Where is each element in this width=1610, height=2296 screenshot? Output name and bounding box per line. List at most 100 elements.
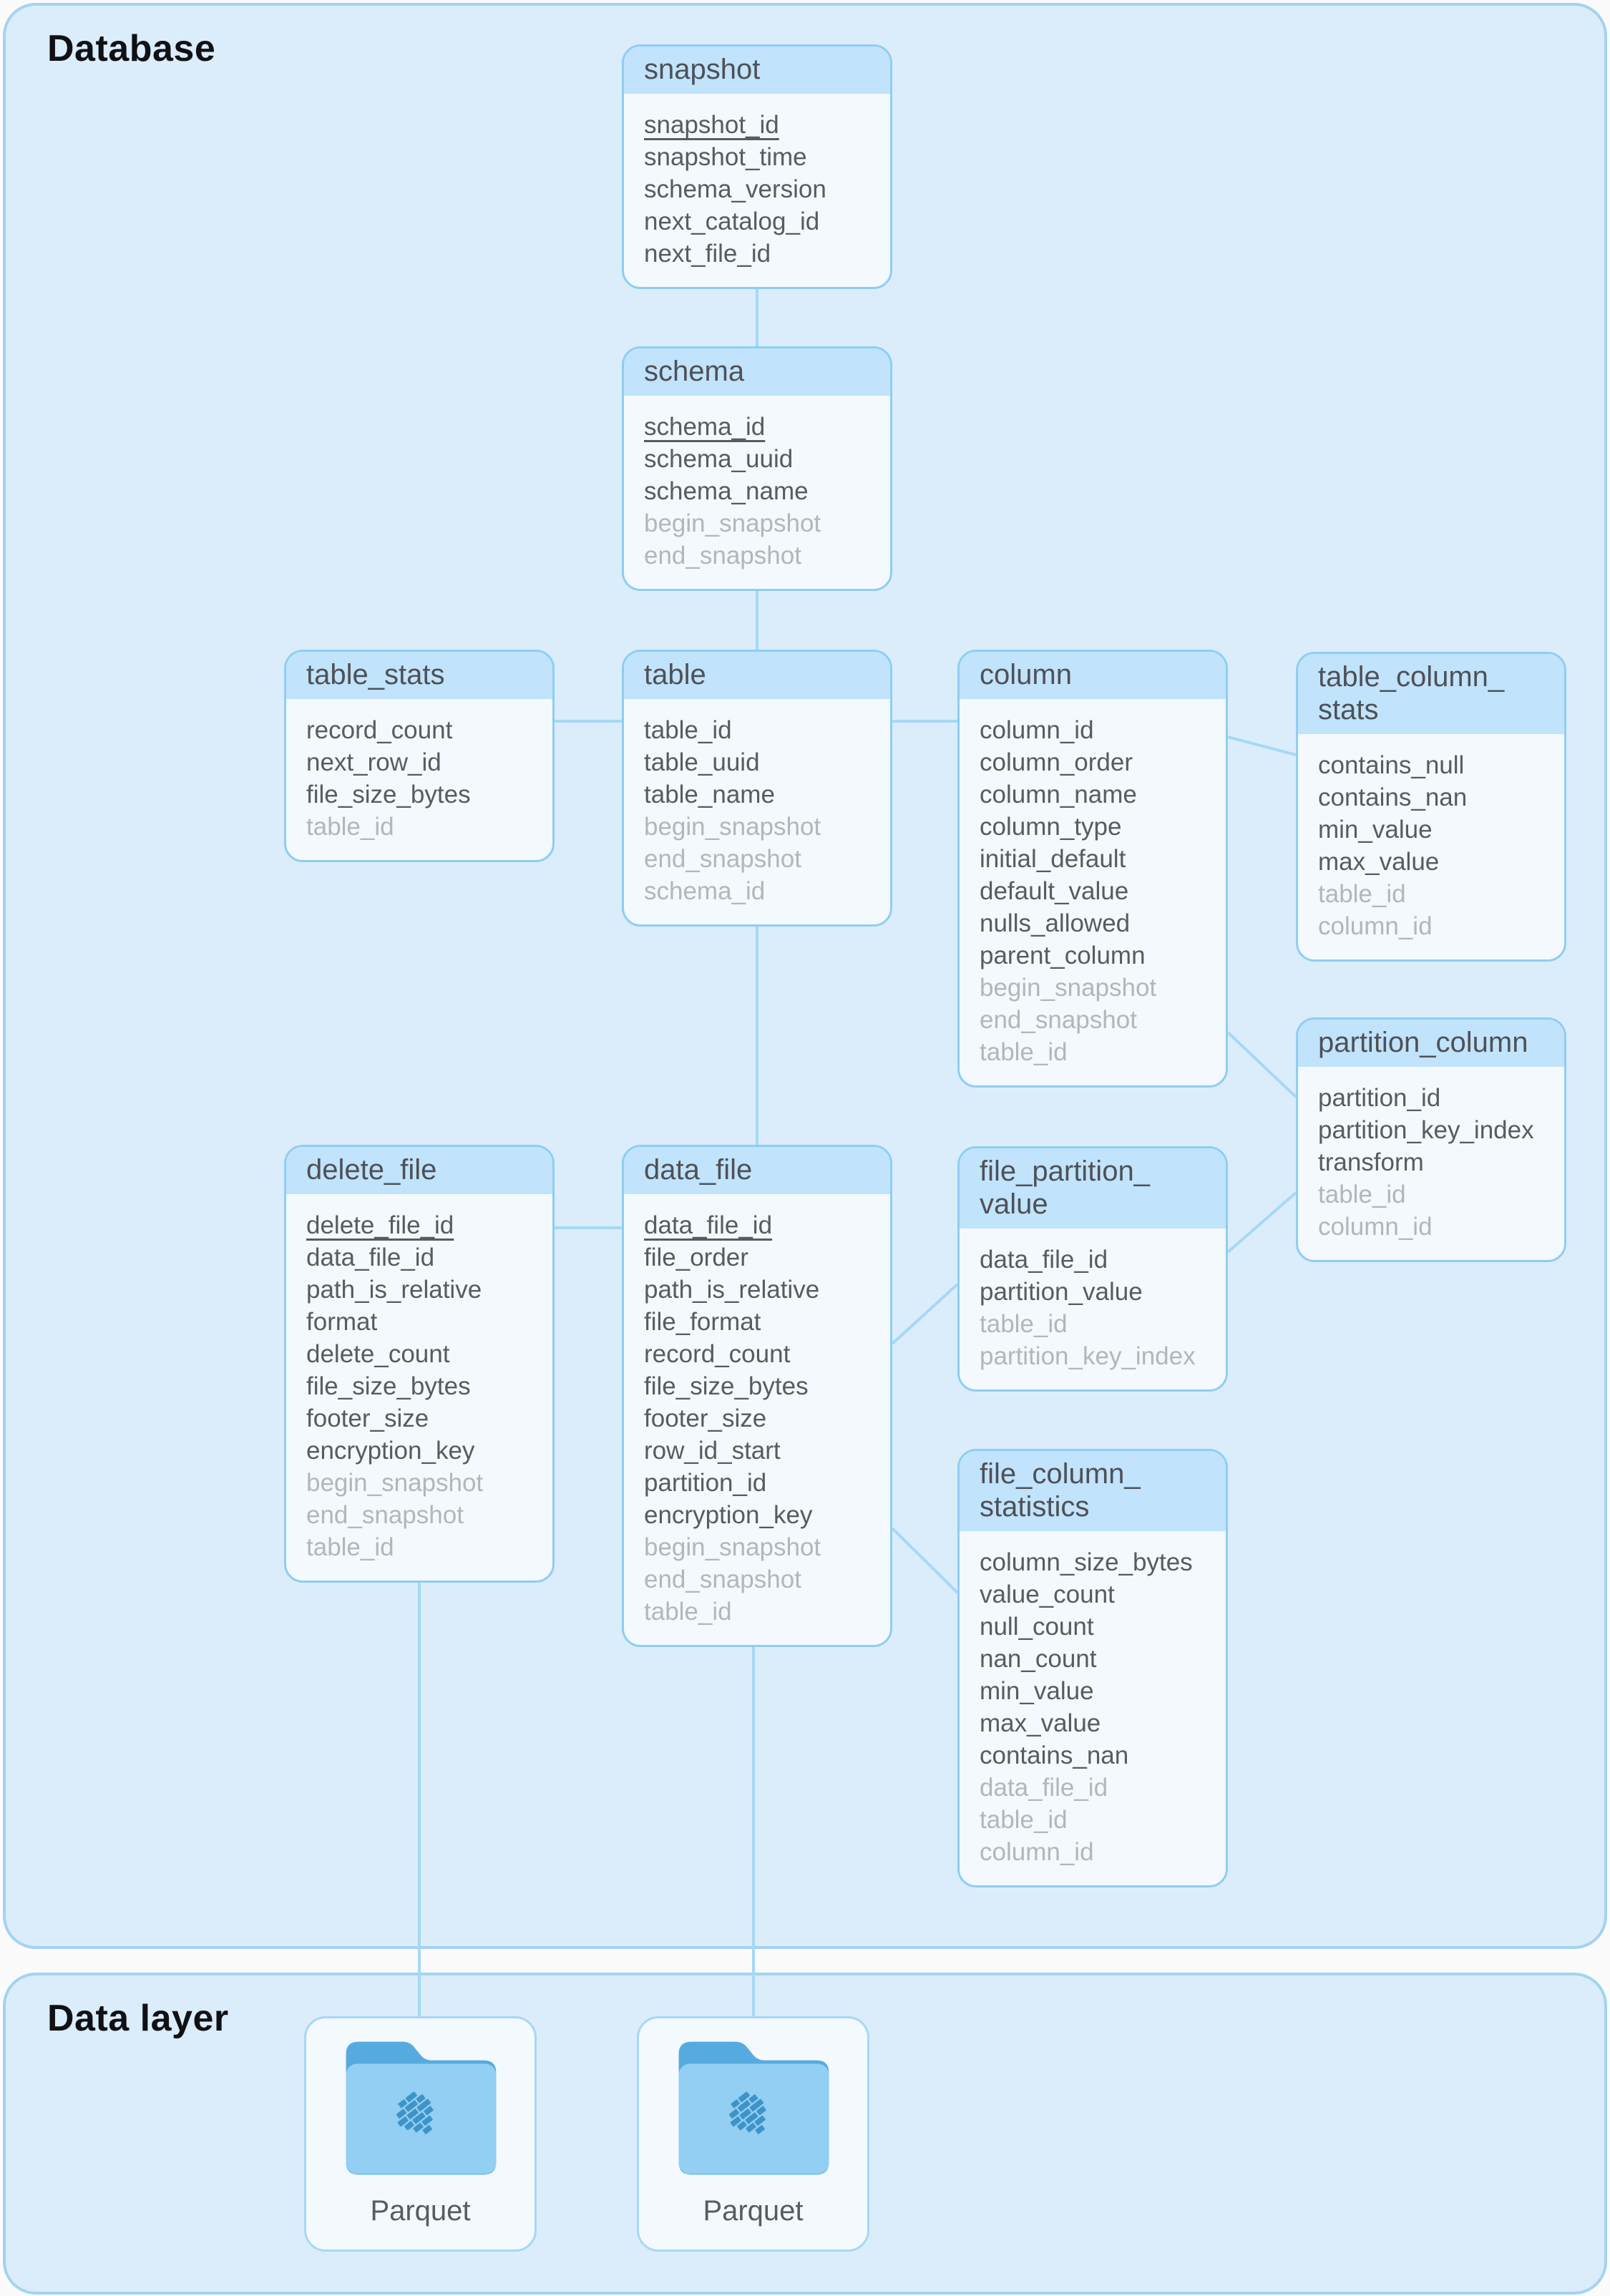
field-delete_file_id-primary-key: delete_file_id	[306, 1211, 454, 1239]
field-encryption_key: encryption_key	[306, 1437, 475, 1465]
field-data_file_id: data_file_id	[980, 1246, 1108, 1274]
field-contains_nan: contains_nan	[980, 1741, 1129, 1769]
field-initial_default: initial_default	[980, 845, 1126, 873]
field-value_count: value_count	[980, 1581, 1115, 1608]
entity-title: table_stats	[286, 652, 552, 699]
parquet-label: Parquet	[703, 2195, 804, 2227]
field-nan_count: nan_count	[980, 1645, 1097, 1673]
field-footer_size: footer_size	[306, 1405, 429, 1432]
entity-title: file_partition_value	[960, 1148, 1226, 1228]
field-end_snapshot: end_snapshot	[980, 1006, 1137, 1034]
field-data_file_id: data_file_id	[980, 1774, 1108, 1802]
field-min_value: min_value	[1318, 816, 1433, 844]
field-partition_value: partition_value	[980, 1278, 1143, 1306]
field-end_snapshot: end_snapshot	[644, 542, 801, 570]
entity-title: table	[624, 652, 890, 699]
field-end_snapshot: end_snapshot	[644, 1565, 801, 1593]
field-table_id: table_id	[644, 1598, 732, 1626]
field-column_id: column_id	[1318, 1213, 1433, 1241]
field-schema_uuid: schema_uuid	[644, 445, 794, 473]
field-partition_id: partition_id	[644, 1469, 767, 1497]
entity-title: file_column_statistics	[960, 1451, 1226, 1531]
field-table_id: table_id	[306, 813, 394, 841]
field-max_value: max_value	[980, 1709, 1101, 1737]
field-data_file_id-primary-key: data_file_id	[644, 1211, 773, 1239]
field-file_order: file_order	[644, 1244, 748, 1271]
field-file_size_bytes: file_size_bytes	[306, 781, 471, 809]
field-table_id: table_id	[1318, 880, 1406, 908]
field-file_format: file_format	[644, 1308, 761, 1336]
field-table_id: table_id	[980, 1806, 1068, 1834]
field-next_file_id: next_file_id	[644, 240, 771, 268]
field-data_file_id: data_file_id	[306, 1244, 435, 1271]
field-format: format	[306, 1308, 378, 1336]
field-column_order: column_order	[980, 748, 1133, 776]
field-partition_id: partition_id	[1318, 1084, 1441, 1112]
field-column_id: column_id	[1318, 912, 1433, 940]
field-column_id: column_id	[980, 716, 1094, 744]
parquet_folder_1-card: Parquet	[304, 2016, 537, 2252]
field-schema_id-primary-key: schema_id	[644, 413, 766, 441]
field-column_type: column_type	[980, 813, 1122, 841]
field-footer_size: footer_size	[644, 1405, 767, 1432]
field-min_value: min_value	[980, 1677, 1094, 1705]
field-next_catalog_id: next_catalog_id	[644, 207, 820, 235]
field-begin_snapshot: begin_snapshot	[644, 1533, 821, 1561]
database-panel: Database	[3, 3, 1607, 1949]
field-path_is_relative: path_is_relative	[644, 1276, 820, 1304]
field-begin_snapshot: begin_snapshot	[644, 509, 821, 537]
entity-title: schema	[624, 348, 890, 396]
field-delete_count: delete_count	[306, 1340, 450, 1368]
field-table_id: table_id	[1318, 1181, 1406, 1208]
entity-title: table_column_stats	[1298, 654, 1564, 734]
field-transform: transform	[1318, 1148, 1424, 1176]
field-table_uuid: table_uuid	[644, 748, 760, 776]
folder-icon	[346, 2041, 497, 2175]
field-encryption_key: encryption_key	[644, 1501, 813, 1529]
entity-field-list: delete_file_id data_file_id path_is_relati…	[286, 1194, 552, 1581]
field-path_is_relative: path_is_relative	[306, 1276, 482, 1304]
folder-icon	[678, 2041, 829, 2175]
field-table_id: table_id	[306, 1533, 394, 1561]
field-column_name: column_name	[980, 781, 1137, 809]
entity-field-list: column_id column_order column_name column_t…	[960, 699, 1226, 1085]
field-file_size_bytes: file_size_bytes	[644, 1372, 809, 1400]
entity-file_partition_value: file_partition_value data_file_id partitio…	[957, 1146, 1228, 1392]
field-end_snapshot: end_snapshot	[644, 845, 801, 873]
field-row_id_start: row_id_start	[644, 1437, 781, 1465]
field-begin_snapshot: begin_snapshot	[306, 1469, 484, 1497]
field-file_size_bytes: file_size_bytes	[306, 1372, 471, 1400]
field-schema_id: schema_id	[644, 877, 766, 905]
field-schema_version: schema_version	[644, 175, 826, 203]
database-panel-title: Database	[47, 28, 216, 69]
field-max_value: max_value	[1318, 848, 1440, 876]
field-parent_column: parent_column	[980, 942, 1146, 969]
field-begin_snapshot: begin_snapshot	[980, 974, 1157, 1002]
field-column_id: column_id	[980, 1838, 1094, 1866]
field-snapshot_time: snapshot_time	[644, 143, 807, 171]
field-contains_null: contains_null	[1318, 751, 1465, 779]
parquet-logo-icon	[728, 2091, 766, 2134]
entity-title: delete_file	[286, 1147, 552, 1194]
field-record_count: record_count	[306, 716, 453, 744]
field-nulls_allowed: nulls_allowed	[980, 909, 1131, 937]
field-record_count: record_count	[644, 1340, 791, 1368]
field-default_value: default_value	[980, 877, 1129, 905]
field-begin_snapshot: begin_snapshot	[644, 813, 821, 841]
field-null_count: null_count	[980, 1613, 1094, 1641]
